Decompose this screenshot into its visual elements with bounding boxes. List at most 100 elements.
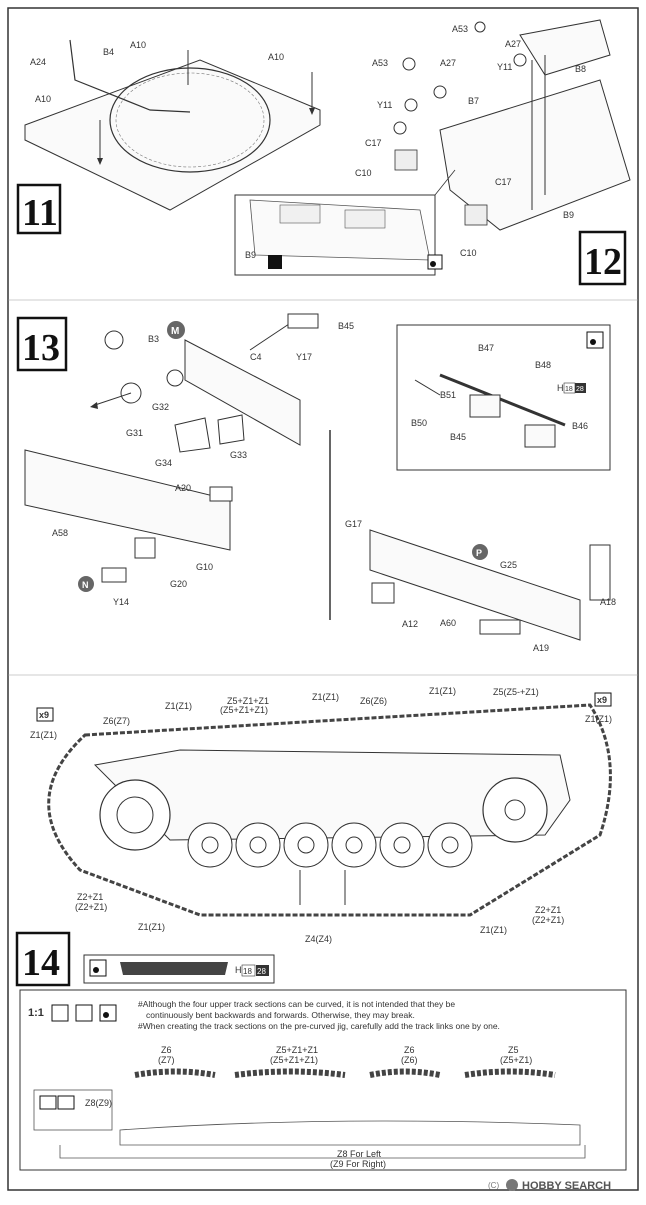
brand-name: HOBBY SEARCH xyxy=(522,1180,611,1192)
label-a27-top: A27 xyxy=(505,39,521,49)
turret-ring xyxy=(109,67,271,173)
svg-text:(Z5+Z1+Z1): (Z5+Z1+Z1) xyxy=(270,1055,318,1065)
step-14: x9 x9 Z1(Z1) Z5+Z1+Z1 (Z5+Z1+Z1) Z1(Z1) … xyxy=(15,686,627,1171)
roof-plate xyxy=(24,59,321,211)
label-b7: B7 xyxy=(468,96,479,106)
knife-icon xyxy=(51,1004,69,1022)
part-b8 xyxy=(519,19,611,76)
label-b4: B4 xyxy=(103,47,114,57)
label-a24: A24 xyxy=(30,57,46,67)
step-12-box xyxy=(578,230,627,286)
svg-text:H: H xyxy=(557,383,564,393)
svg-text:Z5(Z5-+Z1): Z5(Z5-+Z1) xyxy=(493,687,539,697)
page-frame xyxy=(7,7,639,1191)
svg-text:Z2+Z1: Z2+Z1 xyxy=(535,905,561,915)
svg-text:B46: B46 xyxy=(572,421,588,431)
svg-text:Z2+Z1: Z2+Z1 xyxy=(77,892,103,902)
svg-text:Z5+Z1+Z1: Z5+Z1+Z1 xyxy=(227,696,269,706)
svg-text:Z4(Z4): Z4(Z4) xyxy=(305,934,332,944)
svg-text:P: P xyxy=(476,548,482,558)
svg-text:(C): (C) xyxy=(488,1181,499,1190)
svg-text:(Z5+Z1+Z1): (Z5+Z1+Z1) xyxy=(220,705,268,715)
step-11-box xyxy=(16,183,62,235)
badge-p xyxy=(472,544,488,560)
tank-hull xyxy=(93,749,571,841)
svg-text:A60: A60 xyxy=(440,618,456,628)
bend-icon xyxy=(75,1004,93,1022)
svg-text:Z5: Z5 xyxy=(508,1045,519,1055)
jig-base xyxy=(119,1120,581,1146)
svg-text:(Z2+Z1): (Z2+Z1) xyxy=(532,915,564,925)
svg-text:Z1(Z1): Z1(Z1) xyxy=(429,686,456,696)
step-13-box xyxy=(16,316,68,372)
z8-label: Z8(Z9) xyxy=(85,1098,112,1108)
svg-text:B45: B45 xyxy=(338,321,354,331)
note-line-1: #Although the four upper track sections … xyxy=(138,999,455,1009)
svg-text:18: 18 xyxy=(565,386,573,393)
hull-deck xyxy=(439,79,631,231)
label-c17-right: C17 xyxy=(495,177,512,187)
svg-text:Z1(Z1): Z1(Z1) xyxy=(480,925,507,935)
svg-text:A18: A18 xyxy=(600,597,616,607)
idler-wheel xyxy=(482,777,548,843)
svg-text:G33: G33 xyxy=(230,450,247,460)
step-12-part-labels: A53 A27 B8 A53 Y11 A27 Y11 B7 C17 C10 C1… xyxy=(245,24,586,260)
svg-text:G31: G31 xyxy=(126,428,143,438)
svg-text:M: M xyxy=(171,326,179,337)
svg-text:(Z6): (Z6) xyxy=(401,1055,418,1065)
footer-line-2: (Z9 For Right) xyxy=(330,1159,386,1169)
jig-scale: 1:1 xyxy=(28,1007,44,1019)
step-11-part-labels: A10 B4 A10 A24 A10 xyxy=(30,40,284,104)
svg-text:Z1(Z1): Z1(Z1) xyxy=(165,701,192,711)
track-labels-top: Z1(Z1) Z5+Z1+Z1 (Z5+Z1+Z1) Z1(Z1) Z6(Z6)… xyxy=(30,686,612,740)
svg-text:(Z2+Z1): (Z2+Z1) xyxy=(75,902,107,912)
step-13-part-labels: B3 B45 C4 Y17 G32 G31 G34 G33 A20 A58 G1… xyxy=(52,321,616,653)
drive-sprocket xyxy=(99,779,171,851)
track-loop xyxy=(47,703,612,917)
svg-text:C4: C4 xyxy=(250,352,262,362)
label-a53-left: A53 xyxy=(372,58,388,68)
label-b8: B8 xyxy=(575,64,586,74)
step-14-box xyxy=(15,931,71,987)
part-a60 xyxy=(369,529,581,641)
badge-n xyxy=(78,576,94,592)
note-line-2: continuously bent backwards and forwards… xyxy=(146,1010,415,1020)
svg-text:Z1(Z1): Z1(Z1) xyxy=(30,730,57,740)
svg-text:Z6(Z6): Z6(Z6) xyxy=(360,696,387,706)
svg-text:Z6: Z6 xyxy=(404,1045,415,1055)
svg-text:28: 28 xyxy=(576,386,584,393)
svg-text:A19: A19 xyxy=(533,643,549,653)
step-12: 12 A53 A27 B8 A53 Y11 A27 Y11 B7 xyxy=(234,19,631,286)
svg-text:28: 28 xyxy=(257,967,266,976)
label-y11-top: Y11 xyxy=(497,62,512,72)
svg-text:G25: G25 xyxy=(500,560,517,570)
badge-m xyxy=(167,321,185,339)
svg-text:B48: B48 xyxy=(535,360,551,370)
svg-text:B45: B45 xyxy=(450,432,466,442)
multiplier-left: x9 xyxy=(39,710,49,720)
svg-text:A20: A20 xyxy=(175,483,191,493)
label-a10-right: A10 xyxy=(268,52,284,62)
svg-text:G10: G10 xyxy=(196,562,213,572)
svg-text:Y17: Y17 xyxy=(296,352,312,362)
svg-text:H: H xyxy=(235,965,242,975)
label-inset-b9: B9 xyxy=(245,250,256,260)
jig-notes: #Although the four upper track sections … xyxy=(138,999,500,1031)
note-line-3: #When creating the track sections on the… xyxy=(138,1021,500,1031)
watermark: (C) HOBBY SEARCH xyxy=(488,1179,611,1192)
step-13: 13 M N H 18 28 xyxy=(16,313,616,653)
svg-text:Z1(Z1): Z1(Z1) xyxy=(312,692,339,702)
svg-text:B3: B3 xyxy=(148,334,159,344)
svg-text:Y14: Y14 xyxy=(113,597,129,607)
label-c10-left: C10 xyxy=(355,168,372,178)
svg-text:B47: B47 xyxy=(478,343,494,353)
step-11: 11 A10 B4 A10 A24 A10 xyxy=(16,39,321,235)
track-link-strip xyxy=(120,962,228,975)
road-wheels xyxy=(187,822,473,868)
svg-text:(Z5+Z1): (Z5+Z1) xyxy=(500,1055,532,1065)
mg-inset xyxy=(396,324,611,471)
brand-logo xyxy=(506,1179,518,1191)
label-y11-left: Y11 xyxy=(377,100,392,110)
part-a58 xyxy=(24,449,231,551)
